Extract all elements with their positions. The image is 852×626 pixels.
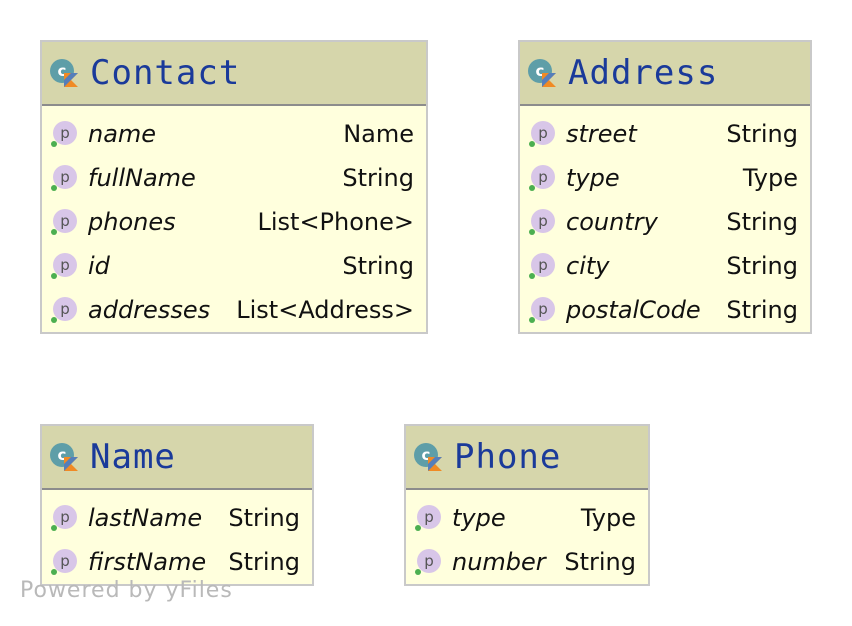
property-icon: p [529,297,555,323]
svg-text:p: p [60,212,70,230]
class-title: Name [90,437,176,477]
property-row[interactable]: p name Name [42,112,426,156]
property-row[interactable]: p type Type [406,496,648,540]
svg-text:p: p [538,212,548,230]
class-header: c Phone [406,426,648,490]
watermark: Powered by yFiles [20,578,233,603]
property-type: String [726,252,798,280]
property-type: String [564,548,636,576]
property-icon: p [51,505,77,531]
property-list: p name Name p fullName String p phones L… [42,106,426,332]
svg-text:p: p [60,124,70,142]
kotlin-class-icon: c [528,59,556,87]
svg-text:c: c [58,446,67,464]
svg-text:p: p [424,508,434,526]
property-row[interactable]: p city String [520,244,810,288]
property-row[interactable]: p addresses List<Address> [42,288,426,332]
property-type: List<Phone> [257,208,414,236]
property-name: phones [88,208,176,236]
property-icon: p [51,297,77,323]
svg-text:p: p [60,168,70,186]
property-row[interactable]: p firstName String [42,540,312,584]
svg-text:p: p [424,552,434,570]
svg-text:c: c [422,446,431,464]
class-header: c Contact [42,42,426,106]
property-type: String [342,164,414,192]
property-type: String [228,548,300,576]
property-list: p street String p type Type p country St… [520,106,810,332]
property-type: String [228,504,300,532]
property-icon: p [51,549,77,575]
property-type: List<Address> [236,296,414,324]
property-name: number [452,548,546,576]
class-node-phone[interactable]: c Phone p type Type p number String [404,424,650,586]
class-header: c Address [520,42,810,106]
property-type: String [342,252,414,280]
property-row[interactable]: p type Type [520,156,810,200]
property-name: city [566,252,610,280]
property-type: Type [580,504,636,532]
class-node-name[interactable]: c Name p lastName String p firstName Str… [40,424,314,586]
property-row[interactable]: p id String [42,244,426,288]
property-name: postalCode [566,296,701,324]
svg-text:p: p [538,124,548,142]
property-row[interactable]: p number String [406,540,648,584]
property-icon: p [415,505,441,531]
svg-text:c: c [536,62,545,80]
property-row[interactable]: p postalCode String [520,288,810,332]
property-name: type [452,504,506,532]
property-name: country [566,208,658,236]
property-icon: p [51,209,77,235]
property-name: addresses [88,296,211,324]
svg-text:p: p [60,300,70,318]
class-title: Phone [454,437,562,477]
property-icon: p [51,121,77,147]
property-list: p lastName String p firstName String [42,490,312,584]
svg-text:p: p [60,508,70,526]
class-node-contact[interactable]: c Contact p name Name p fullName String … [40,40,428,334]
svg-text:p: p [60,552,70,570]
property-name: name [88,120,157,148]
svg-text:c: c [58,62,67,80]
property-name: lastName [88,504,203,532]
property-icon: p [51,253,77,279]
property-list: p type Type p number String [406,490,648,584]
property-name: type [566,164,620,192]
property-type: String [726,296,798,324]
svg-text:p: p [538,256,548,274]
kotlin-class-icon: c [50,443,78,471]
property-type: Name [343,120,414,148]
svg-text:p: p [538,300,548,318]
class-node-address[interactable]: c Address p street String p type Type p … [518,40,812,334]
property-type: Type [742,164,798,192]
property-icon: p [529,121,555,147]
property-name: fullName [88,164,196,192]
kotlin-class-icon: c [50,59,78,87]
class-header: c Name [42,426,312,490]
property-name: id [88,252,110,280]
class-title: Contact [90,53,241,93]
property-icon: p [529,165,555,191]
class-title: Address [568,53,719,93]
kotlin-class-icon: c [414,443,442,471]
property-icon: p [529,253,555,279]
property-icon: p [415,549,441,575]
property-row[interactable]: p phones List<Phone> [42,200,426,244]
svg-text:p: p [60,256,70,274]
property-row[interactable]: p lastName String [42,496,312,540]
svg-text:p: p [538,168,548,186]
property-name: street [566,120,637,148]
property-name: firstName [88,548,207,576]
property-icon: p [51,165,77,191]
property-type: String [726,208,798,236]
property-icon: p [529,209,555,235]
property-row[interactable]: p fullName String [42,156,426,200]
property-row[interactable]: p street String [520,112,810,156]
property-type: String [726,120,798,148]
property-row[interactable]: p country String [520,200,810,244]
